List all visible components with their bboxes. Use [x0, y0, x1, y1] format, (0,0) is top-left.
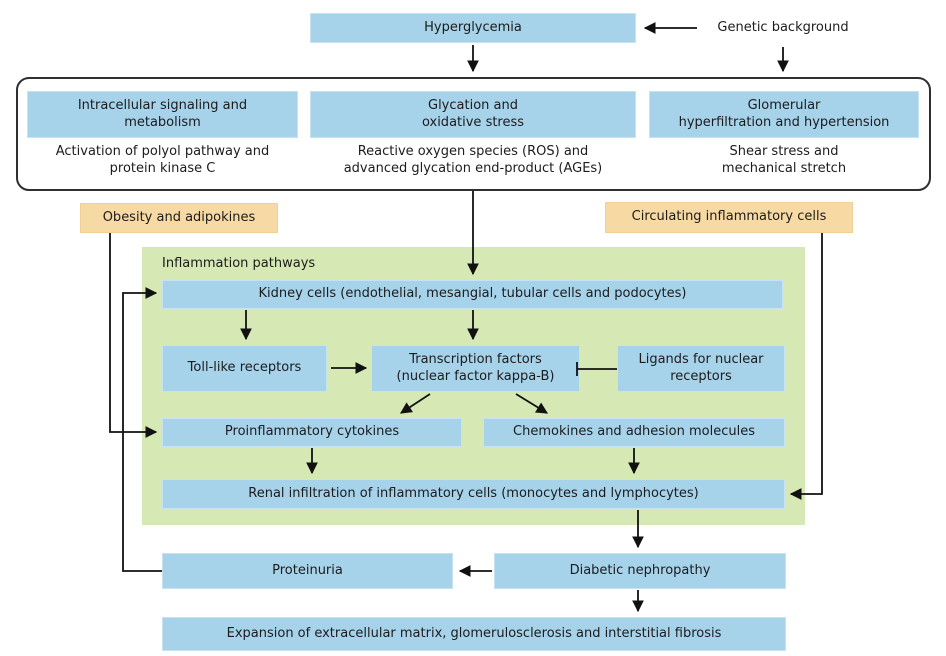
label-genetic-background: Genetic background	[717, 19, 849, 35]
node-chemokines-adhesion: Chemokines and adhesion molecules	[483, 418, 785, 447]
node-kidney-cells: Kidney cells (endothelial, mesangial, tu…	[162, 280, 783, 309]
node-renal-infiltration: Renal infiltration of inflammatory cells…	[162, 479, 785, 509]
detail-shear-stress: Shear stress and mechanical stretch	[721, 144, 847, 176]
node-ligands-nuclear-receptors: Ligands for nuclear receptors	[617, 345, 785, 392]
node-diabetic-nephropathy: Diabetic nephropathy	[494, 553, 786, 589]
node-toll-like-receptors: Toll-like receptors	[162, 345, 327, 392]
node-circulating-inflammatory-cells: Circulating inflammatory cells	[605, 202, 853, 233]
detail-polyol-pathway: Activation of polyol pathway and protein…	[55, 144, 270, 176]
detail-ros-ages: Reactive oxygen species (ROS) and advanc…	[343, 144, 603, 176]
node-obesity-adipokines: Obesity and adipokines	[80, 203, 278, 233]
node-hyperglycemia: Hyperglycemia	[310, 13, 636, 43]
node-glycation-oxidative-stress: Glycation and oxidative stress	[310, 91, 636, 138]
node-glomerular-hyperfiltration: Glomerular hyperfiltration and hypertens…	[649, 91, 919, 138]
node-transcription-factors: Transcription factors (nuclear factor ka…	[371, 345, 580, 392]
node-ecm-expansion-fibrosis: Expansion of extracellular matrix, glome…	[162, 617, 786, 651]
node-proteinuria: Proteinuria	[162, 553, 453, 589]
node-proinflammatory-cytokines: Proinflammatory cytokines	[162, 418, 462, 447]
panel-title-inflammation-pathways: Inflammation pathways	[162, 255, 316, 271]
node-intracellular-signaling: Intracellular signaling and metabolism	[27, 91, 298, 138]
